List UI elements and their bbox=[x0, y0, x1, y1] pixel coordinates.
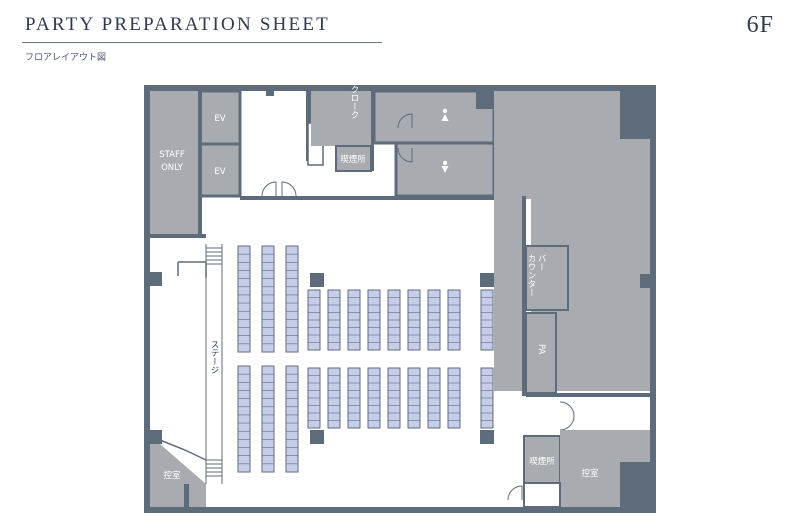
seating-area bbox=[237, 245, 494, 473]
corner-column-top-right bbox=[620, 91, 650, 139]
seat-block-lower-3 bbox=[347, 367, 361, 429]
stage-steps-lower bbox=[206, 459, 222, 477]
female-restroom-icon bbox=[441, 108, 449, 121]
cloak-label: クローク bbox=[349, 85, 359, 119]
seat-block-upper-6 bbox=[407, 289, 421, 351]
seat-row-outline bbox=[237, 245, 251, 353]
rear-door[interactable] bbox=[507, 485, 523, 501]
seat-block-stage-lower-2 bbox=[261, 365, 275, 473]
restroom-female bbox=[372, 89, 496, 145]
hall-column-2 bbox=[480, 273, 494, 287]
smoking-entry bbox=[523, 482, 561, 508]
smoking-bottom-label: 喫煙所 bbox=[529, 456, 555, 467]
staff-wall bbox=[198, 91, 202, 234]
side-door-1[interactable] bbox=[559, 401, 575, 417]
bar-counter bbox=[525, 245, 569, 311]
entrance-door-right[interactable] bbox=[281, 181, 297, 197]
restroom-door-1[interactable] bbox=[397, 113, 413, 129]
stage-label: ステージ bbox=[209, 340, 219, 374]
seat-block-lower-6 bbox=[407, 367, 421, 429]
title-divider bbox=[22, 42, 382, 43]
column-left-upper bbox=[150, 272, 162, 286]
seat-block-upper-1 bbox=[307, 289, 321, 351]
hall-top-wall bbox=[300, 196, 525, 200]
seat-block-lower-1 bbox=[307, 367, 321, 429]
seat-block-upper-5 bbox=[387, 289, 401, 351]
floor-number: 6F bbox=[746, 12, 774, 38]
hall-column-3 bbox=[310, 430, 324, 444]
seat-row-outline bbox=[285, 245, 299, 353]
seat-block-lower-5 bbox=[387, 367, 401, 429]
side-door-2[interactable] bbox=[559, 415, 575, 431]
hall-right-wall bbox=[522, 196, 526, 396]
ev2-label: EV bbox=[214, 167, 225, 177]
smoking-top-label: 喫煙所 bbox=[340, 154, 366, 165]
seat-block-lower-2 bbox=[327, 367, 341, 429]
seat-block-lower-8 bbox=[447, 367, 461, 429]
page-subtitle: フロアレイアウト図 bbox=[25, 53, 107, 63]
lobby-column bbox=[266, 91, 274, 96]
seat-block-upper-4 bbox=[367, 289, 381, 351]
seat-block-stage-upper-2 bbox=[261, 245, 275, 353]
lower-right-wall bbox=[526, 393, 650, 397]
seat-block-stage-upper-1 bbox=[237, 245, 251, 353]
seat-row-outline bbox=[285, 365, 299, 473]
waiting-left-label: 控室 bbox=[163, 470, 181, 481]
column-left-lower bbox=[150, 430, 162, 444]
waiting-right-label: 控室 bbox=[581, 468, 599, 479]
backstage-upper bbox=[494, 91, 524, 199]
seat-block-upper-7 bbox=[427, 289, 441, 351]
staff-label-2: ONLY bbox=[161, 163, 184, 173]
stage-steps-upper bbox=[206, 247, 222, 265]
smoking-area-bottom bbox=[523, 435, 561, 484]
seat-block-upper-9 bbox=[480, 289, 494, 351]
seat-row-outline bbox=[261, 365, 275, 473]
seat-block-upper-2 bbox=[327, 289, 341, 351]
seat-block-stage-upper-3 bbox=[285, 245, 299, 353]
seat-block-stage-lower-1 bbox=[237, 365, 251, 473]
seat-block-stage-lower-3 bbox=[285, 365, 299, 473]
seat-block-upper-8 bbox=[447, 289, 461, 351]
pa-label: PA bbox=[536, 344, 546, 355]
seat-block-upper-3 bbox=[347, 289, 361, 351]
restroom-door-2[interactable] bbox=[397, 147, 413, 163]
male-restroom-icon bbox=[441, 160, 449, 173]
entrance-door-left[interactable] bbox=[261, 181, 277, 197]
waiting-room-left bbox=[150, 444, 206, 507]
waiting-left-wall bbox=[184, 484, 189, 507]
lobby-wall-bottom bbox=[240, 196, 306, 200]
page-title: PARTY PREPARATION SHEET bbox=[25, 14, 330, 35]
pa-booth bbox=[525, 312, 557, 394]
staff-only-room bbox=[150, 91, 200, 234]
stage-wing-lower bbox=[159, 439, 207, 461]
cloak-room bbox=[311, 91, 371, 146]
seat-row-outline bbox=[261, 245, 275, 353]
seat-block-lower-7 bbox=[427, 367, 441, 429]
ev1-label: EV bbox=[214, 114, 225, 124]
corner-column-bottom-right bbox=[620, 462, 650, 507]
smoking-area-top bbox=[335, 145, 372, 172]
bar-label-2: カウンター bbox=[526, 254, 536, 297]
restroom-column bbox=[476, 91, 494, 109]
column-right bbox=[640, 274, 650, 288]
staff-label-1: STAFF bbox=[159, 150, 185, 160]
seat-block-lower-4 bbox=[367, 367, 381, 429]
seat-block-lower-9 bbox=[480, 367, 494, 429]
stage-top-wall bbox=[150, 234, 206, 238]
hall-column-4 bbox=[480, 430, 494, 444]
seat-row-outline bbox=[237, 365, 251, 473]
hall-column-1 bbox=[310, 273, 324, 287]
bar-label-1: バー bbox=[536, 254, 546, 271]
